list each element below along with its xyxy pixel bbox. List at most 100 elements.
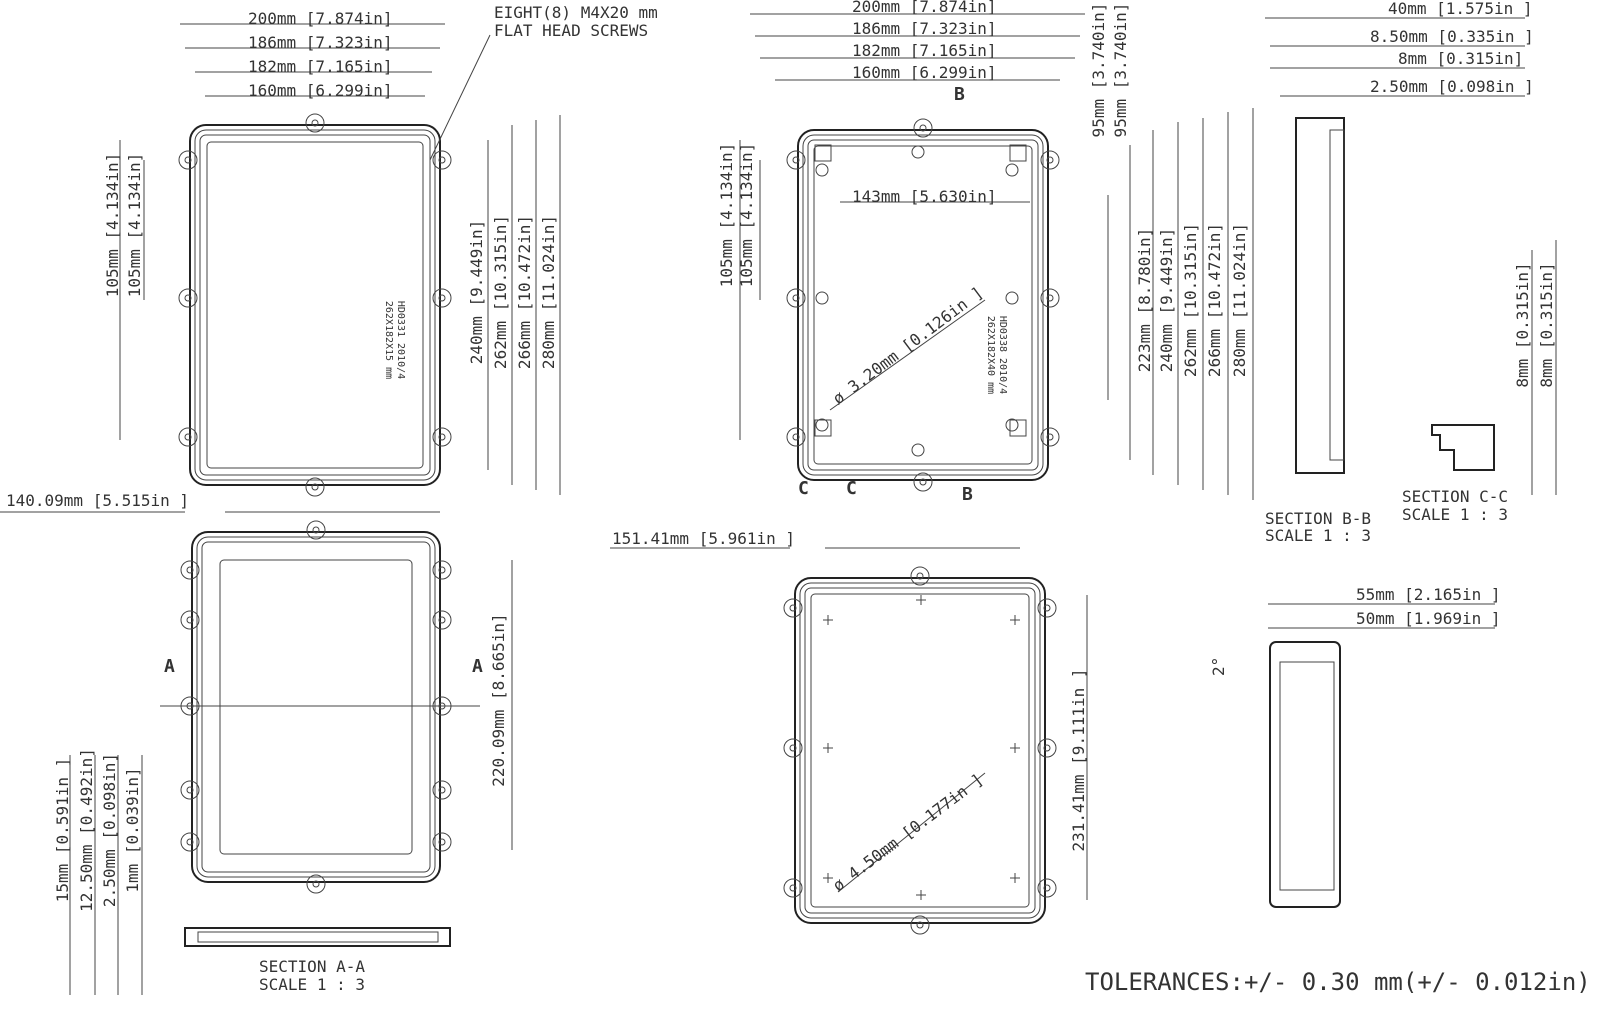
dim: 15mm [0.591in ] (53, 758, 72, 903)
tolerances-note: TOLERANCES:+/- 0.30 mm(+/- 0.012in) (1085, 968, 1591, 996)
section-cc: 8mm [0.315in] 8mm [0.315in] SECTION C-C … (1402, 262, 1556, 524)
section-bb: 40mm [1.575in ] 8.50mm [0.335in ] 8mm [0… (1265, 0, 1534, 545)
part-label: HD0331 2010/4 (395, 301, 406, 379)
left-dim: 105mm [4.134in] (717, 143, 736, 288)
screw-note: EIGHT(8) M4X20 mm (494, 3, 658, 22)
draft-angle: 2° (1209, 657, 1228, 676)
hole-diameter: ø 4.50mm [0.177in ] (829, 770, 987, 895)
screw-hole (916, 921, 924, 929)
mounting-lug (913, 118, 933, 138)
hole-mark (823, 615, 833, 625)
height-dim: 280mm [11.024in] (1230, 223, 1249, 377)
part-label: HD0338 2010/4 (997, 316, 1008, 394)
screw-hole (184, 433, 192, 441)
screw-hole (438, 616, 446, 624)
bottom-left-view: 140.09mm [5.515in ] 220.09mm [8.665in] A… (6, 491, 508, 787)
dim: 8mm [0.315in] (1398, 49, 1523, 68)
mounting-lug (305, 113, 325, 133)
section-mark: C (846, 478, 857, 499)
dim: 2.50mm [0.098in] (100, 753, 119, 907)
screw-hole (789, 744, 797, 752)
part-label: 262X182X15 mm (383, 301, 394, 379)
top-left-view: 200mm [7.874in] 186mm [7.323in] 182mm [7… (103, 3, 658, 379)
mounting-lug (306, 520, 326, 540)
mounting-lug (1037, 598, 1057, 618)
width-dim: 182mm [7.165in] (852, 41, 997, 60)
screw-hole (1043, 884, 1051, 892)
height-dim: 280mm [11.024in] (539, 215, 558, 369)
mounting-lug (1040, 427, 1060, 447)
width-dim: 182mm [7.165in] (248, 57, 393, 76)
enclosure-wall (799, 582, 1041, 919)
top-middle-view: 200mm [7.874in] 186mm [7.323in] 182mm [7… (717, 0, 1249, 505)
hole-mark (823, 873, 833, 883)
dim: 50mm [1.969in ] (1356, 609, 1501, 628)
mounting-lug (1037, 738, 1057, 758)
screw-hole (438, 566, 446, 574)
hole-mark (1010, 615, 1020, 625)
height-dim: 240mm [9.449in] (467, 220, 486, 365)
screw-hole (1043, 744, 1051, 752)
leader-line (829, 299, 986, 893)
enclosure-wall (196, 536, 436, 878)
section-mark: B (954, 84, 965, 105)
mounting-lug (1040, 288, 1060, 308)
screw-note: FLAT HEAD SCREWS (494, 21, 648, 40)
mounting-lug (432, 610, 452, 630)
dim: 12.50mm [0.492in] (77, 748, 96, 912)
boss (815, 163, 829, 177)
corner-boss (814, 144, 832, 162)
height-dim: 262mm [10.315in] (1181, 223, 1200, 377)
mounting-lug (178, 150, 198, 170)
bottom-middle-view: 151.41mm [5.961in ] 231.41mm [9.111in ] … (612, 529, 1088, 895)
section-aa-inner (197, 931, 439, 943)
dim: 40mm [1.575in ] (1388, 0, 1533, 18)
corner-boss (814, 419, 832, 437)
screw-hole (792, 156, 800, 164)
mounting-lug (180, 832, 200, 852)
boss (911, 145, 925, 159)
enclosure-wall (194, 129, 436, 481)
section-scale: SCALE 1 : 3 (259, 975, 365, 994)
hole-mark (916, 890, 926, 900)
height-dim: 220.09mm [8.665in] (489, 613, 508, 786)
screw-hole (789, 884, 797, 892)
screw-hole (1046, 156, 1054, 164)
screw-hole (186, 566, 194, 574)
mounting-lug (432, 780, 452, 800)
enclosure-wall (191, 531, 441, 883)
screw-hole (916, 572, 924, 580)
enclosure-wall (794, 577, 1046, 924)
width-dim: 151.41mm [5.961in ] (612, 529, 795, 548)
height-dim: 266mm [10.472in] (1205, 223, 1224, 377)
section-bb-profile (1295, 117, 1345, 474)
screw-hole (186, 838, 194, 846)
enclosure-wall (804, 587, 1036, 914)
screw-hole (311, 483, 319, 491)
mounting-lug (786, 150, 806, 170)
mounting-lug (306, 874, 326, 894)
mounting-lug (180, 610, 200, 630)
width-dim: 140.09mm [5.515in ] (6, 491, 189, 510)
screw-hole (1046, 433, 1054, 441)
width-dim: 200mm [7.874in] (852, 0, 997, 16)
screw-hole (438, 838, 446, 846)
width-dim: 186mm [7.323in] (248, 33, 393, 52)
section-mark: C (798, 478, 809, 499)
screw-hole (186, 616, 194, 624)
mounting-lug (910, 915, 930, 935)
side-inner (1279, 661, 1335, 891)
mounting-lug (783, 878, 803, 898)
screw-hole (919, 124, 927, 132)
height-dim: 223mm [8.780in] (1135, 228, 1154, 373)
dim: 8mm [0.315in] (1537, 262, 1556, 387)
screw-hole (438, 433, 446, 441)
part-label: 262X182X40 mm (985, 316, 996, 394)
mounting-lug (432, 560, 452, 580)
hole-mark (1010, 873, 1020, 883)
screw-hole (1043, 604, 1051, 612)
mounting-lug (783, 598, 803, 618)
dim: 8.50mm [0.335in ] (1370, 27, 1534, 46)
screw-hole (438, 156, 446, 164)
height-dim: 231.41mm [9.111in ] (1069, 668, 1088, 851)
